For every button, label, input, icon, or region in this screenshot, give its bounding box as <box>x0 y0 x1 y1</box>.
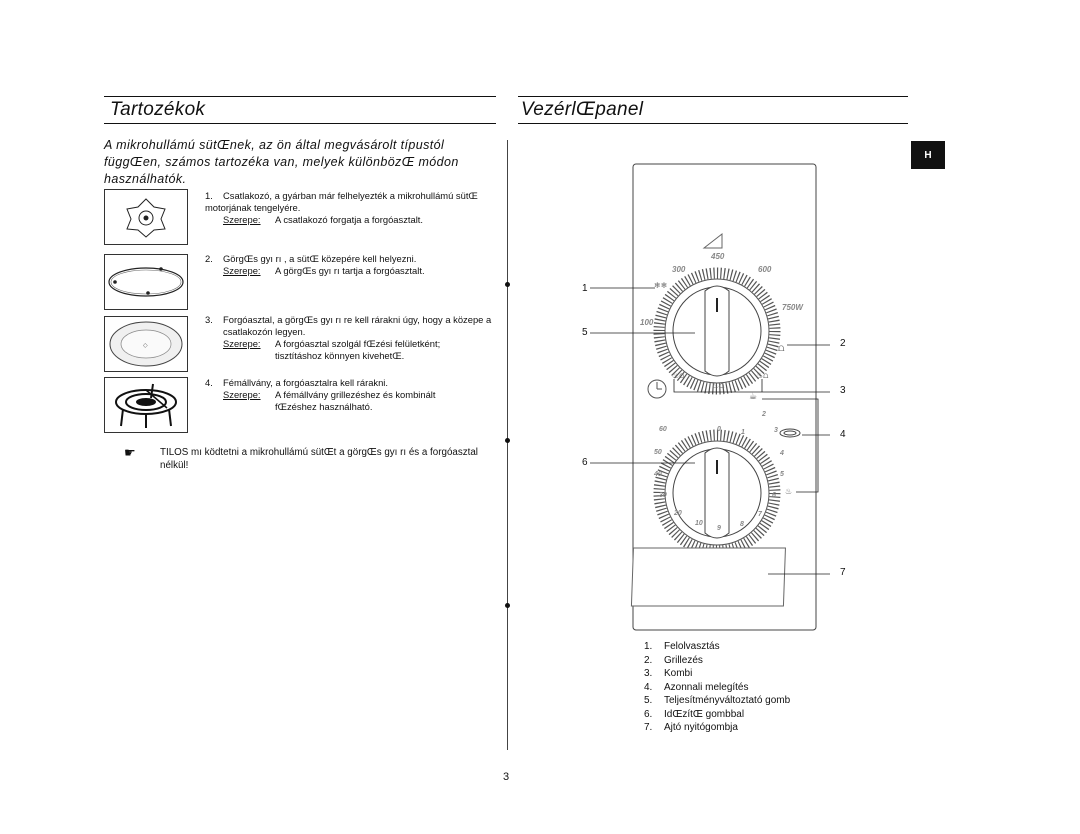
control-legend: 1.Felolvasztás 2.Grillezés 3.Kombi 4.Azo… <box>644 640 790 735</box>
page-number: 3 <box>503 771 510 783</box>
power-label-450: 450 <box>710 252 725 261</box>
binding-dot-bottom <box>505 603 510 608</box>
power-label-300: 300 <box>672 265 686 274</box>
accessory-item-3: 3. Forgóasztal, a görgŒs gyı rı re kell r… <box>205 314 505 362</box>
defrost-icon: ❄❄ <box>654 281 667 290</box>
power-label-750: 750W <box>782 303 804 312</box>
power-label-600: 600 <box>758 265 772 274</box>
role-label: Szerepe: <box>223 389 261 400</box>
right-title-rule-top <box>518 96 908 97</box>
svg-text:◇: ◇ <box>143 343 148 349</box>
timer-label-8: 8 <box>740 521 744 528</box>
power-wedge-icon <box>702 232 723 249</box>
callout-2: 2 <box>840 338 846 349</box>
callout-7: 7 <box>840 567 846 578</box>
reheat-icon: ♨ <box>785 487 792 496</box>
combi-icon-center: ♨⩍ <box>712 381 725 390</box>
callout-3: 3 <box>840 385 846 396</box>
cup-icon: ☕ <box>749 392 757 402</box>
timer-label-20: 20 <box>673 510 682 517</box>
role-text: A csatlakozó forgatja a forgóasztalt. <box>275 214 423 225</box>
metal-rack-icon <box>115 383 177 428</box>
role-text: A fémállvány grillezéshez és kombinált f… <box>275 389 436 412</box>
item-text: Fémállvány, a forgóasztalra kell rárakni… <box>223 377 388 388</box>
language-tab: H <box>911 141 945 169</box>
control-panel-title: VezérlŒpanel <box>521 99 644 120</box>
accessory-item-4: 4. Fémállvány, a forgóasztalra kell rárak… <box>205 377 505 413</box>
combi-icon-right: ♨⩍ <box>756 371 769 380</box>
timer-label-2: 2 <box>761 411 766 418</box>
timer-label-60: 60 <box>659 426 667 433</box>
role-label: Szerepe: <box>223 214 261 225</box>
timer-label-0: 0 <box>717 426 721 433</box>
legend-item: 6.IdŒzítŒ gombbal <box>644 708 745 720</box>
coupler-icon <box>126 198 166 238</box>
role-label: Szerepe: <box>223 338 261 349</box>
left-title-rule-bottom <box>104 123 496 124</box>
item-number: 1. <box>205 190 213 201</box>
power-knob <box>653 267 781 395</box>
pointing-hand-icon: ☛ <box>124 445 136 460</box>
legend-item: 3.Kombi <box>644 668 693 679</box>
roller-ring-image <box>104 254 188 310</box>
item-number: 3. <box>205 314 213 325</box>
control-panel-diagram: 100 300 450 600 750W ❄❄ ⩍ ♨⩍ ♨⩍ ♨⩍ 0 1 2… <box>590 163 830 631</box>
role-text: A görgŒs gyı rı tartja a forgóasztalt. <box>275 265 425 276</box>
item-text: Csatlakozó, a gyárban már felhelyezték a… <box>205 190 478 213</box>
turntable-icon: ◇ <box>109 321 183 367</box>
metal-rack-image <box>104 377 188 433</box>
accessory-item-1: 1.Csatlakozó, a gyárban már felhelyezték… <box>205 190 505 226</box>
binding-dot-top <box>505 282 510 287</box>
legend-item: 1.Felolvasztás <box>644 641 720 652</box>
plate-icon <box>779 428 801 438</box>
item-text: Forgóasztal, a görgŒs gyı rı re kell rár… <box>223 314 492 337</box>
timer-label-3: 3 <box>774 427 778 434</box>
timer-label-40: 40 <box>653 471 662 478</box>
combi-icon-left: ♨⩍ <box>672 371 685 380</box>
binding-dot-middle <box>505 438 510 443</box>
legend-item: 2.Grillezés <box>644 654 703 666</box>
item-number: 4. <box>205 377 213 388</box>
timer-label-7: 7 <box>758 511 763 518</box>
column-divider <box>507 140 508 750</box>
grill-icon: ⩍ <box>778 343 785 354</box>
power-label-100: 100 <box>640 318 654 327</box>
callout-6: 6 <box>582 457 588 468</box>
callout-5: 5 <box>582 327 588 338</box>
callout-4: 4 <box>840 429 846 440</box>
legend-item: 4.Azonnali melegítés <box>644 681 749 693</box>
coupler-image <box>104 189 188 245</box>
warning-text: TILOS mı ködtetni a mikrohullámú sütŒt a… <box>160 447 478 471</box>
role-label: Szerepe: <box>223 265 261 276</box>
timer-label-4: 4 <box>779 450 784 457</box>
roller-ring-icon <box>108 267 184 297</box>
warning-note: ☛ TILOS mı ködtetni a mikrohullámú sütŒt… <box>124 446 509 472</box>
item-text: GörgŒs gyı rı , a sütŒ közepére kell hel… <box>223 253 417 264</box>
timer-label-10: 10 <box>695 520 703 527</box>
legend-item: 5.Teljesítményváltoztató gomb <box>644 695 791 706</box>
accessory-item-2: 2. GörgŒs gyı rı , a sütŒ közepére kell h… <box>205 253 505 277</box>
timer-label-6: 6 <box>772 492 776 499</box>
timer-label-30: 30 <box>659 492 667 499</box>
accessories-intro: A mikrohullámú sütŒnek, az ön által megv… <box>104 138 459 186</box>
timer-label-50: 50 <box>654 449 662 456</box>
timer-knob-grip <box>704 447 730 539</box>
turntable-image: ◇ <box>104 316 188 372</box>
power-knob-grip <box>704 285 730 377</box>
timer-knob <box>653 429 781 557</box>
callout-1: 1 <box>582 283 588 294</box>
item-number: 2. <box>205 253 213 264</box>
timer-label-1: 1 <box>741 429 745 436</box>
timer-label-5: 5 <box>780 471 784 478</box>
clock-icon <box>647 379 667 399</box>
left-title-rule-top <box>104 96 496 97</box>
timer-label-9: 9 <box>717 525 721 532</box>
accessories-title: Tartozékok <box>110 99 206 120</box>
callout-line-3a <box>673 379 830 393</box>
legend-item: 7.Ajtó nyitógombja <box>644 722 738 733</box>
role-text: A forgóasztal szolgál fŒzési felületként… <box>275 338 441 361</box>
callout-line-3c <box>762 398 819 493</box>
right-title-rule-bottom <box>518 123 908 124</box>
door-release-button <box>630 547 786 607</box>
